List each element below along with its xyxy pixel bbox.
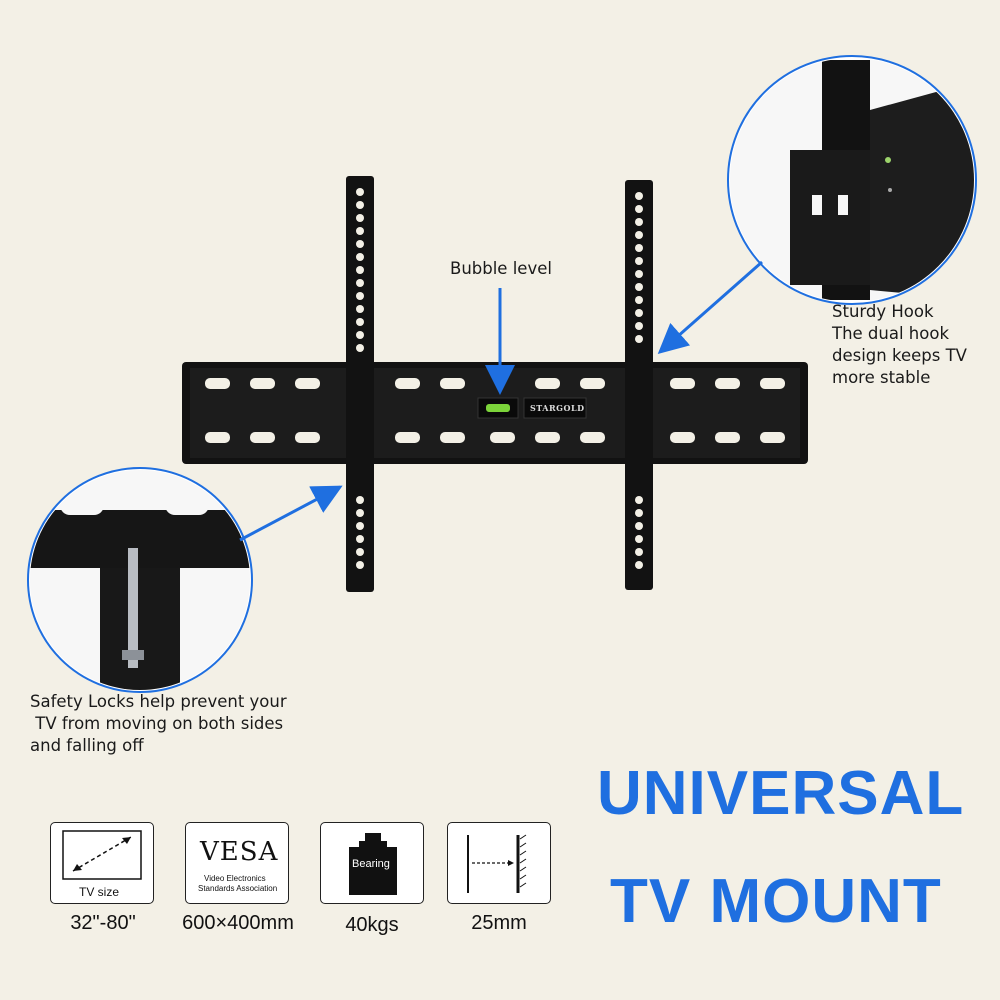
safety-locks-line-1: Safety Locks help prevent your xyxy=(30,692,287,711)
sturdy-hook-line-3: design keeps TV xyxy=(832,346,967,365)
spec-tv-size: TV size xyxy=(50,822,154,904)
sturdy-hook-line-2: The dual hook xyxy=(832,324,950,343)
sturdy-hook-line-1: Sturdy Hook xyxy=(832,302,934,321)
safety-locks-line-3: and falling off xyxy=(30,736,144,755)
safety-locks-callout: Safety Locks help prevent your TV from m… xyxy=(30,691,287,757)
right-vertical-arm xyxy=(625,180,653,590)
safety-lock-magnifier xyxy=(27,467,343,693)
vesa-value: 600×400mm xyxy=(182,912,294,934)
left-vertical-arm xyxy=(346,176,374,592)
spec-wall-distance xyxy=(447,822,551,904)
vesa-icon: VESA xyxy=(200,837,279,867)
vesa-subcaption-2: Standards Association xyxy=(198,884,278,893)
sturdy-hook-callout: Sturdy Hook The dual hook design keeps T… xyxy=(832,301,967,389)
safety-locks-line-2: TV from moving on both sides xyxy=(30,714,284,733)
title-line-1: UNIVERSAL xyxy=(597,759,965,828)
tv-size-caption: TV size xyxy=(79,885,120,899)
tv-size-icon xyxy=(62,830,142,880)
sturdy-hook-line-4: more stable xyxy=(832,368,931,387)
spec-vesa: VESA Video Electronics Standards Associa… xyxy=(185,822,289,904)
hook-detail-magnifier xyxy=(657,55,977,354)
wall-distance-value: 25mm xyxy=(471,912,527,934)
bubble-level-label: Bubble level xyxy=(450,259,552,278)
weight-value: 40kgs xyxy=(345,914,399,936)
tv-size-value: 32"-80" xyxy=(70,912,136,934)
wall-distance-icon xyxy=(467,834,527,893)
weight-icon xyxy=(349,833,397,895)
brand-mark: STARGOLD xyxy=(530,403,585,413)
title-line-2: TV MOUNT xyxy=(610,867,942,936)
weight-caption: Bearing xyxy=(352,858,390,870)
vesa-subcaption-1: Video Electronics xyxy=(204,874,266,883)
spec-weight: Bearing xyxy=(320,822,424,904)
wall-plate xyxy=(182,362,808,464)
